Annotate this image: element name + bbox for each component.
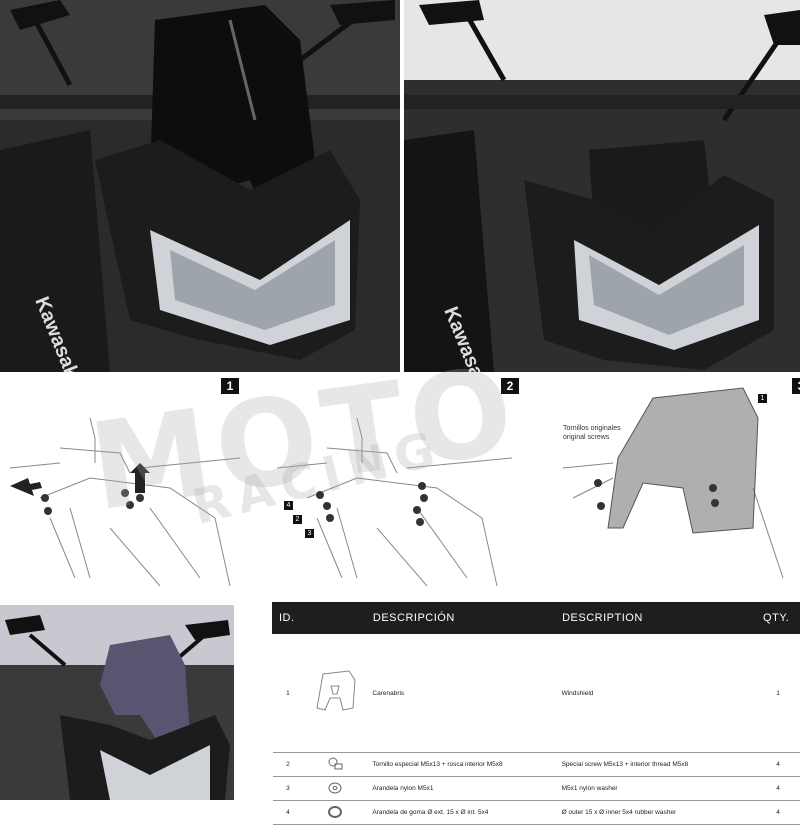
row-id: 3: [272, 776, 304, 801]
col-desc-es-header: DESCRIPCIÓN: [365, 602, 557, 634]
qty: 4: [756, 776, 800, 801]
col-qty-header: QTY.: [756, 602, 800, 634]
callout-2: 2: [293, 515, 302, 524]
screw-icon: [303, 752, 367, 777]
rubber-washer-icon: [303, 800, 367, 825]
step-number: 1: [221, 378, 239, 394]
desc-es: Arandela de goma Ø ext. 15 x Ø int. 5x4: [366, 800, 556, 825]
qty: 1: [756, 633, 800, 753]
callout-3: 3: [305, 529, 314, 538]
row-id: 1: [272, 633, 304, 753]
washer-icon: [303, 776, 367, 801]
qty: 4: [756, 752, 800, 777]
desc-es: Carenabris: [366, 633, 556, 753]
windshield-icon: [303, 633, 367, 753]
step-panel-1: 1: [0, 378, 247, 587]
row-id: 2: [272, 752, 304, 777]
table-row: 1 Carenabris Windshield 1: [272, 633, 800, 753]
step-panel-2: 2 4 2 3: [272, 378, 519, 587]
photo-front-without-windshield: Kawasaki: [404, 0, 800, 372]
desc-es: Tornillo especial M5x13 + rosca interior…: [366, 752, 556, 777]
table-row: 4 Arandela de goma Ø ext. 15 x Ø int. 5x…: [272, 800, 800, 825]
parts-table: ID. DESCRIPCIÓN DESCRIPTION QTY. 1 Caren…: [272, 602, 800, 825]
callout-4: 4: [284, 501, 293, 510]
desc-en: Special screw M5x13 + interior thread M5…: [555, 752, 757, 777]
callout-1: 1: [758, 394, 767, 403]
photo-mounted-windshield: [0, 605, 234, 800]
screws-label-es: Tornillos originales: [563, 425, 621, 432]
col-id-header: ID.: [272, 602, 304, 634]
step-panel-3: 3 1 Tornillos originales original screws: [553, 378, 800, 586]
col-desc-en-header: DESCRIPTION: [555, 602, 758, 634]
screws-label-en: original screws: [563, 434, 610, 441]
table-row: 3 Arandela nylon M5x1 M5x1 nylon washer …: [272, 776, 800, 801]
desc-en: M5x1 nylon washer: [555, 776, 757, 801]
step-number: 3: [792, 378, 800, 394]
desc-es: Arandela nylon M5x1: [366, 776, 556, 801]
table-row: 2 Tornillo especial M5x13 + rosca interi…: [272, 752, 800, 777]
desc-en: Ø outer 15 x Ø inner 5x4 rubber washer: [555, 800, 757, 825]
photo-front-with-windshield: Kawasaki: [0, 0, 400, 372]
row-id: 4: [272, 800, 304, 825]
desc-en: Windshield: [555, 633, 757, 753]
col-image-header: [302, 602, 367, 634]
step-number: 2: [501, 378, 519, 394]
qty: 4: [756, 800, 800, 825]
